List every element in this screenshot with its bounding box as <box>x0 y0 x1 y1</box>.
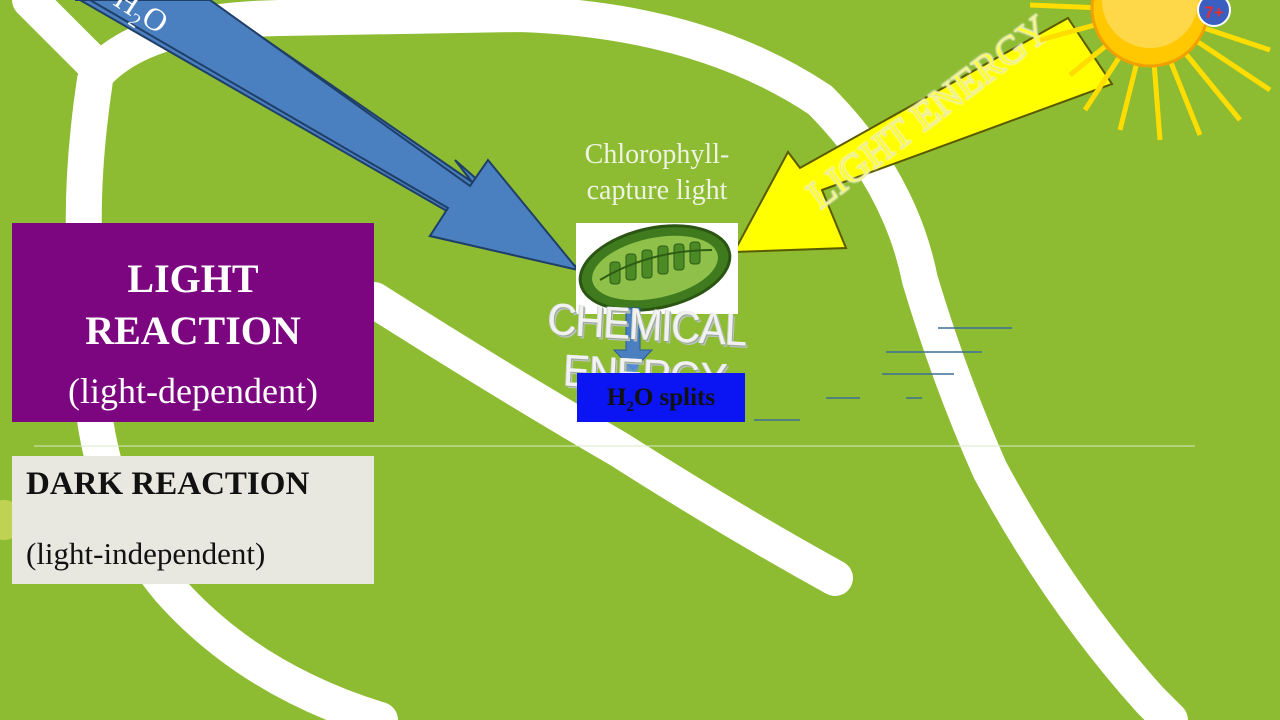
dark-reaction-subtitle: (light-independent) <box>26 536 266 571</box>
sun-badge-icon: 7+ <box>1197 0 1231 27</box>
sun-icon <box>1029 0 1272 141</box>
light-energy-arrow <box>732 16 1114 254</box>
chloroplast-image <box>576 223 738 314</box>
diagonal-band-stroke <box>356 282 853 596</box>
dark-reaction-box: DARK REACTION (light-independent) <box>12 456 374 584</box>
faint-dashes <box>754 327 1012 421</box>
chlorophyll-label: Chlorophyll-capture light <box>584 139 730 206</box>
outer-loop-stroke <box>12 0 1188 720</box>
dark-reaction-title: DARK REACTION <box>26 466 310 502</box>
light-reaction-subtitle: (light-dependent) <box>68 371 318 411</box>
h2o-arrow-shaft <box>88 0 581 272</box>
h2o-splits-box: H2O splits <box>577 373 745 422</box>
svg-text:7+: 7+ <box>1204 3 1223 22</box>
down-arrow <box>612 307 654 371</box>
